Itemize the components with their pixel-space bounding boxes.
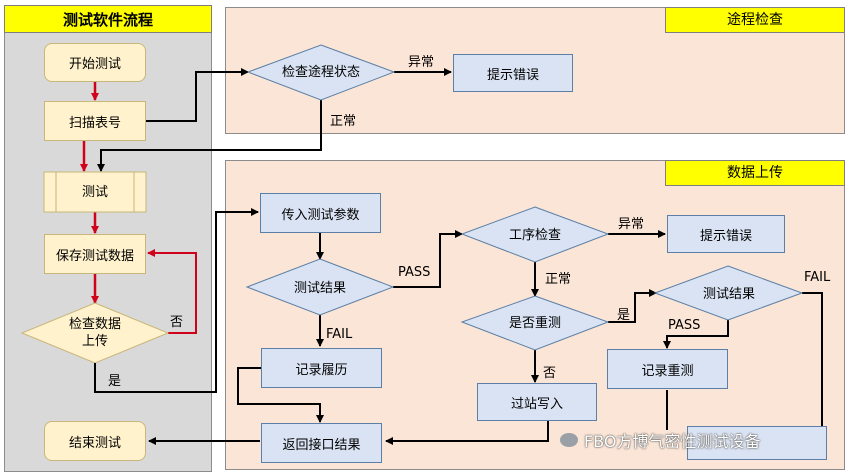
process-check-label: 工序检查 — [508, 227, 561, 243]
retest-result-diamond — [653, 265, 804, 321]
arrow-write-return — [385, 420, 549, 445]
record-retest-node: 记录重测 — [607, 349, 728, 389]
test-result-label: 测试结果 — [293, 280, 346, 296]
label-yes-left: 是 — [108, 374, 122, 389]
label-normal-route: 正常 — [330, 114, 357, 129]
start-test-node: 开始测试 — [44, 43, 146, 82]
retest-result-label: 测试结果 — [702, 286, 755, 302]
label-pass: PASS — [398, 265, 431, 280]
save-test-data-node: 保存测试数据 — [44, 234, 146, 274]
label-yes-retest: 是 — [617, 308, 631, 323]
station-write-node: 过站写入 — [477, 383, 597, 421]
test-node: 测试 — [81, 184, 108, 200]
arrow-retest-pass-record — [663, 320, 729, 349]
check-route-label: 检查途程状态 — [281, 64, 360, 80]
label-fail: FAIL — [326, 327, 353, 342]
scan-barcode-node: 扫描表号 — [44, 101, 146, 141]
process-check-diamond — [460, 206, 610, 263]
label-fail-retest: FAIL — [804, 270, 831, 285]
label-no-left: 否 — [170, 315, 184, 330]
label-normal-process: 正常 — [545, 272, 572, 287]
arrow-scan-routecheck — [146, 68, 249, 122]
is-retest-diamond — [460, 295, 610, 351]
check-route-diamond — [246, 44, 396, 101]
watermark: FBO方博气密性测试设备 — [560, 428, 761, 452]
label-no-retest: 否 — [543, 366, 557, 381]
label-abnormal-route: 异常 — [408, 55, 435, 70]
check-upload-label: 检查数据 上传 — [40, 315, 150, 351]
record-history-node: 记录履历 — [261, 348, 382, 388]
end-test-node: 结束测试 — [44, 421, 146, 461]
is-retest-label: 是否重测 — [508, 315, 561, 331]
left-panel-title: 测试软件流程 — [4, 5, 212, 33]
arrow-history-return — [237, 367, 324, 423]
show-error-node-route: 提示错误 — [453, 54, 573, 92]
check-upload-line1: 检查数据 — [68, 317, 121, 332]
check-upload-line2: 上传 — [81, 334, 108, 349]
return-result-node: 返回接口结果 — [261, 423, 382, 463]
arrow-upload-yes-params — [94, 208, 259, 393]
route-check-tag: 途程检查 — [665, 7, 845, 33]
arrow-result-pass-process — [393, 230, 463, 288]
label-pass-retest: PASS — [668, 318, 701, 333]
watermark-text: FBO方博气密性测试设备 — [584, 432, 761, 451]
arrow-retest-fail — [802, 292, 823, 426]
label-abnormal-process: 异常 — [618, 217, 645, 232]
test-result-diamond — [245, 258, 395, 316]
hidden-result-node — [687, 426, 827, 460]
arrow-route-normal-test — [97, 100, 322, 172]
wechat-icon — [560, 433, 578, 447]
data-upload-tag: 数据上传 — [665, 160, 845, 186]
send-params-node: 传入测试参数 — [260, 193, 381, 233]
show-error-node-process: 提示错误 — [667, 215, 785, 253]
arrow-retest-yes-result — [608, 289, 657, 323]
arrow-check-no-loop — [147, 249, 197, 334]
